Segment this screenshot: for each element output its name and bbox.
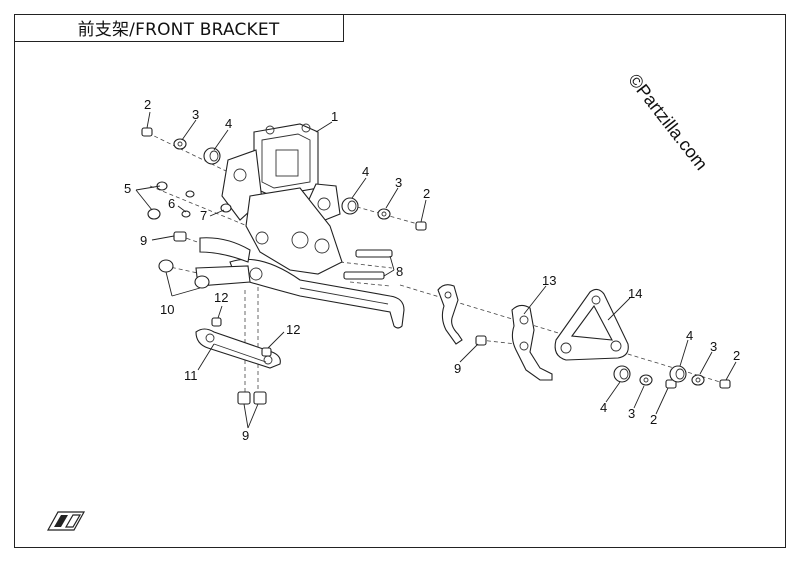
callout-3: 3 [710, 339, 717, 354]
callout-labels: 2 3 4 1 4 3 2 5 6 7 9 10 8 12 12 11 9 9 … [124, 97, 740, 443]
title-box: 前支架/FRONT BRACKET [14, 14, 344, 42]
triangle-bracket-part [554, 288, 629, 361]
front-bracket-frame-part [195, 123, 405, 329]
callout-1: 1 [331, 109, 338, 124]
callout-14: 14 [628, 286, 642, 301]
diagram-frame [14, 14, 786, 548]
leader-lines [135, 111, 737, 429]
callout-3: 3 [395, 175, 402, 190]
callout-2: 2 [423, 186, 430, 201]
callout-12: 12 [286, 322, 300, 337]
brand-logo-icon [46, 511, 86, 531]
callout-2: 2 [733, 348, 740, 363]
small-hardware-items [147, 181, 487, 405]
callout-9: 9 [242, 428, 249, 443]
side-bracket-part [437, 284, 553, 381]
callout-5: 5 [124, 181, 131, 196]
callout-13: 13 [542, 273, 556, 288]
callout-12: 12 [214, 290, 228, 305]
callout-3: 3 [192, 107, 199, 122]
callout-2: 2 [650, 412, 657, 427]
callout-11: 11 [184, 368, 198, 383]
callout-8: 8 [396, 264, 403, 279]
callout-9: 9 [140, 233, 147, 248]
callout-7: 7 [200, 208, 207, 223]
callout-4: 4 [600, 400, 607, 415]
callout-4: 4 [686, 328, 693, 343]
callout-9: 9 [454, 361, 461, 376]
callout-4: 4 [362, 164, 369, 179]
callout-4: 4 [225, 116, 232, 131]
washer-items [173, 138, 705, 386]
callout-10: 10 [160, 302, 174, 317]
bolt-items [141, 127, 731, 389]
diagram-title: 前支架/FRONT BRACKET [77, 20, 280, 40]
bushing-items [203, 147, 687, 383]
lower-bracket-part [195, 328, 281, 369]
callout-3: 3 [628, 406, 635, 421]
callout-6: 6 [168, 196, 175, 211]
callout-2: 2 [144, 97, 151, 112]
